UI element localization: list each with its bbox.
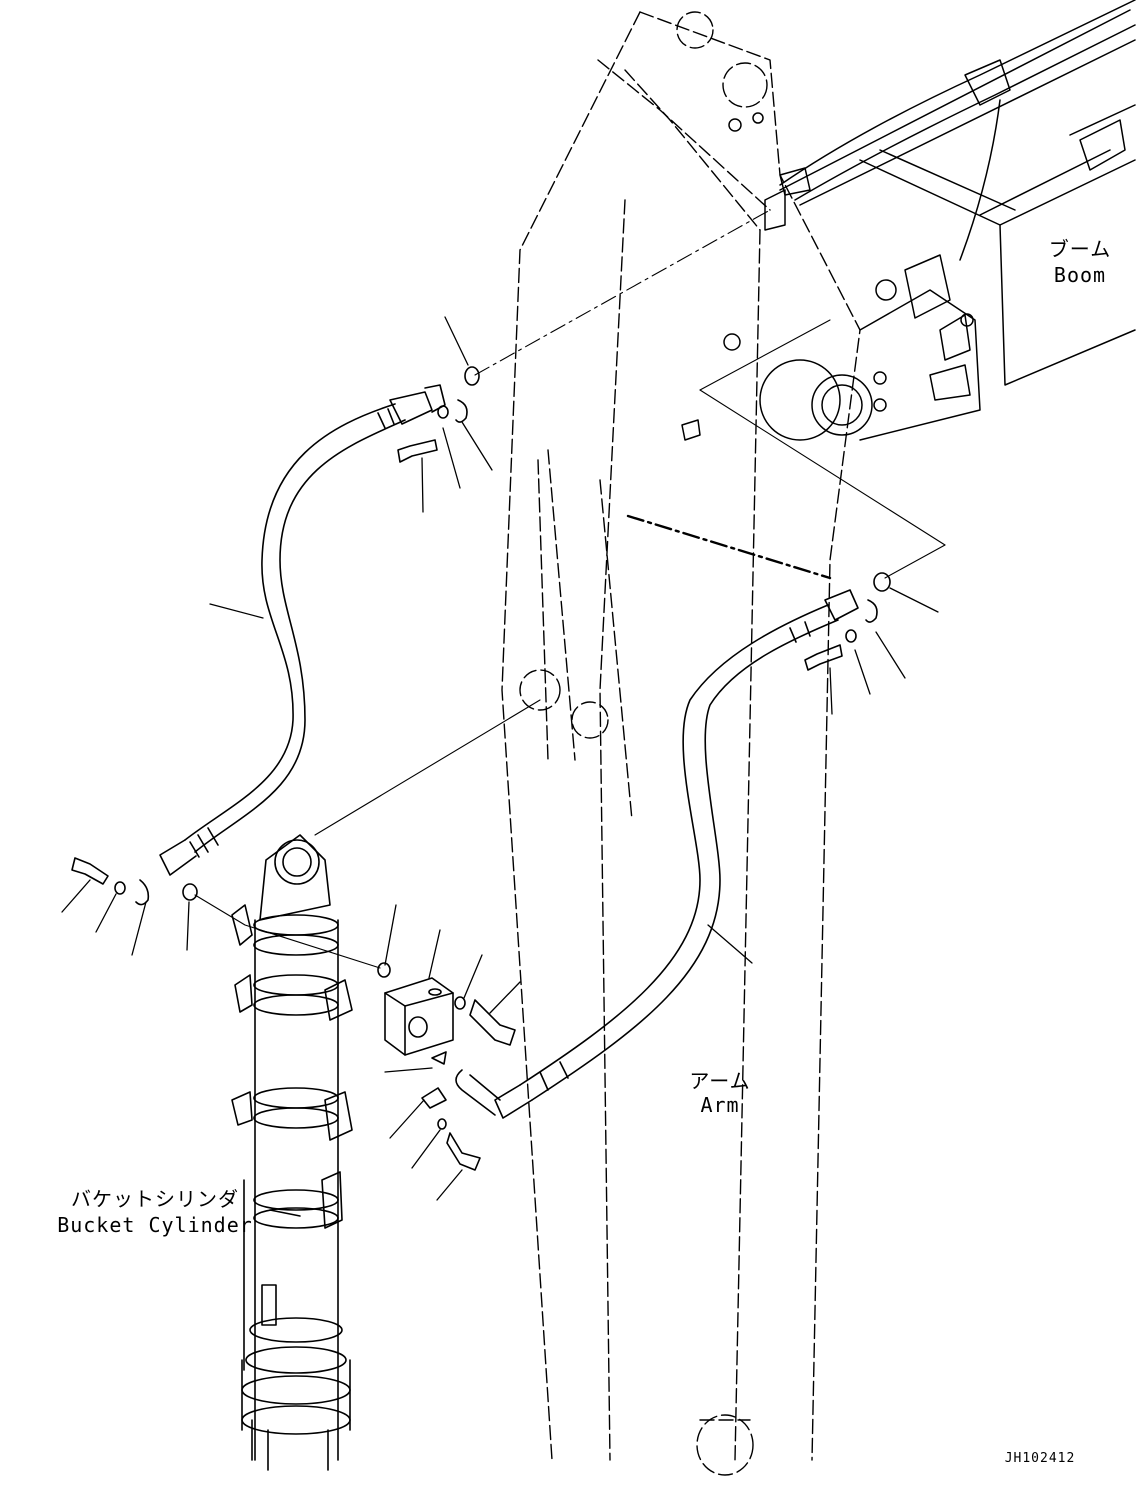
arm-structure xyxy=(501,11,861,1476)
bucket-cylinder xyxy=(231,834,353,1471)
valve-block xyxy=(384,977,454,1056)
right-hose xyxy=(455,589,859,1119)
bucket-cylinder-label-en: Bucket Cylinder xyxy=(57,1213,253,1237)
boom-label-en: Boom xyxy=(1053,263,1107,287)
leader-lines xyxy=(61,316,939,1201)
guide-lines xyxy=(194,209,946,969)
bucket-cylinder-label-jp: バケットシリンダ xyxy=(71,1187,239,1211)
small-parts xyxy=(71,366,891,1171)
arm-label-en: Arm xyxy=(700,1093,740,1117)
boom-label-jp: ブーム xyxy=(1048,237,1112,261)
left-hose xyxy=(159,384,446,876)
drawing-code: JH102412 xyxy=(1004,1451,1076,1466)
arm-label-jp: アーム xyxy=(689,1069,751,1093)
boom-structure xyxy=(681,0,1136,441)
